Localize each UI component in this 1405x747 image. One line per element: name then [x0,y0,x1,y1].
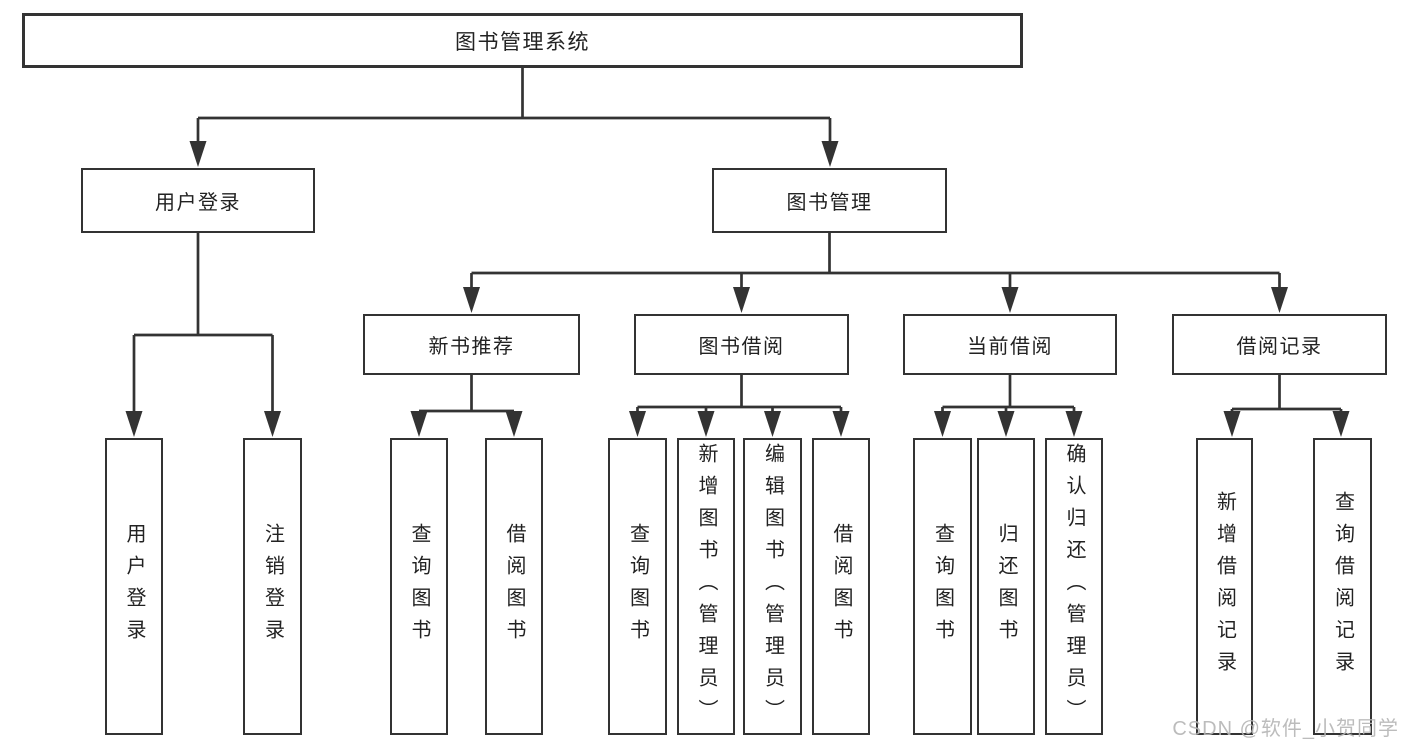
node-book-borrow: 图书借阅 [634,314,849,375]
leaf-query-book-recommend: 查询图书 [390,438,448,735]
connector-current-borrow-children [934,375,1083,437]
leaf-user-login: 用户登录 [105,438,163,735]
leaf-query-book-current: 查询图书 [913,438,972,735]
node-user-login: 用户登录 [81,168,315,233]
leaf-confirm-return-admin: 确认归还（管理员） [1045,438,1103,735]
node-book-management-label: 图书管理 [786,192,873,214]
connector-book-borrow-children [629,375,850,437]
node-new-book-recommend: 新书推荐 [363,314,580,375]
node-new-book-recommend-label: 新书推荐 [428,336,515,358]
connector-new-book-children [410,375,523,437]
leaf-logout-login: 注销登录 [243,438,302,735]
csdn-watermark: CSDN @软件_小贺同学 [1172,718,1399,740]
connector-root-to-level2 [189,68,839,167]
connector-book-mgmt-children [463,233,1288,313]
node-root-system: 图书管理系统 [22,13,1023,68]
node-current-borrow: 当前借阅 [903,314,1117,375]
leaf-query-borrow-record: 查询借阅记录 [1313,438,1372,735]
leaf-edit-book-admin: 编辑图书（管理员） [743,438,802,735]
node-user-login-label: 用户登录 [155,192,241,214]
leaf-return-book: 归还图书 [977,438,1035,735]
connector-borrow-record-children [1223,375,1350,437]
leaf-add-borrow-record: 新增借阅记录 [1196,438,1253,735]
node-borrow-record: 借阅记录 [1172,314,1387,375]
node-book-borrow-label: 图书借阅 [698,336,785,358]
leaf-query-book-borrow: 查询图书 [608,438,667,735]
node-root-label: 图书管理系统 [455,30,590,54]
leaf-borrow-book-recommend: 借阅图书 [485,438,543,735]
node-book-management: 图书管理 [712,168,947,233]
node-borrow-record-label: 借阅记录 [1236,336,1323,358]
leaf-borrow-book: 借阅图书 [812,438,870,735]
connector-user-login-children [125,233,281,437]
leaf-add-book-admin: 新增图书（管理员） [677,438,735,735]
node-current-borrow-label: 当前借阅 [967,336,1053,358]
